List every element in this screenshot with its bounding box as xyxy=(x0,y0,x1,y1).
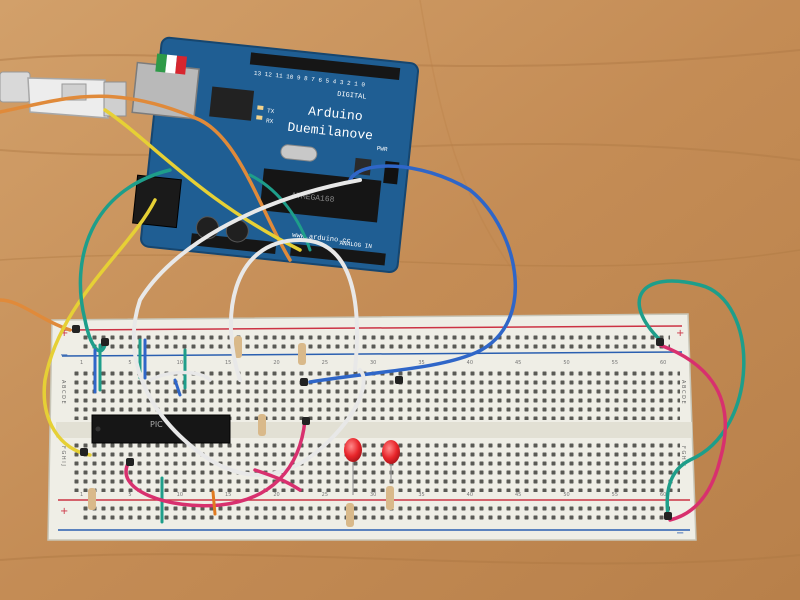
top-rail-blue xyxy=(61,351,683,357)
column-marks: 1155101015152020252530303535404045455050… xyxy=(80,360,666,498)
rx-label: RX xyxy=(266,117,274,125)
column-mark: 60 xyxy=(660,492,666,498)
digital-label: DIGITAL xyxy=(337,91,367,102)
wire-white-2 xyxy=(228,237,359,382)
column-mark: 45 xyxy=(515,492,521,498)
column-mark: 15 xyxy=(225,360,231,366)
column-mark: 30 xyxy=(370,492,376,498)
column-mark: 55 xyxy=(612,360,618,366)
column-mark: 30 xyxy=(370,360,376,366)
wire-orange-jumper xyxy=(211,490,217,516)
rail-minus-top: − xyxy=(60,350,68,361)
rail-minus-bottom: − xyxy=(676,528,684,539)
column-mark: 25 xyxy=(322,492,328,498)
usb-chip xyxy=(209,86,255,121)
resistor-6 xyxy=(386,486,394,510)
plug-end xyxy=(302,417,310,425)
column-mark: 15 xyxy=(225,492,231,498)
rail-plus-bottom: + xyxy=(60,506,68,517)
wire-blue-long xyxy=(308,164,517,384)
row-letters-bottom: F G H I J xyxy=(60,446,66,466)
wire-white-3 xyxy=(148,370,212,382)
wire-white-1 xyxy=(131,178,366,477)
row-letters-top-right: A B C D E xyxy=(680,380,686,404)
column-mark: 50 xyxy=(563,492,569,498)
wire-yellow xyxy=(42,198,157,457)
row-letters-top: A B C D E xyxy=(60,380,66,404)
row-letters-bottom-right: F G H I J xyxy=(680,446,686,466)
led-right xyxy=(382,440,400,464)
wire-green-right xyxy=(637,279,746,517)
resistors xyxy=(88,336,394,527)
plug-end xyxy=(300,378,308,386)
bottom-rail-holes xyxy=(80,506,670,524)
plug-end xyxy=(664,512,672,520)
rail-plus-top: + xyxy=(60,328,68,339)
crystal xyxy=(280,144,318,162)
resistor-4 xyxy=(88,488,96,510)
pwr-label: PWR xyxy=(376,145,388,153)
plug-end xyxy=(656,338,664,346)
arduino-board: ATMEGA168 Arduino Duemilanove DIGITAL 13… xyxy=(131,36,420,274)
column-mark: 1 xyxy=(80,360,83,366)
column-mark: 10 xyxy=(177,360,183,366)
column-mark: 5 xyxy=(128,360,131,366)
column-mark: 45 xyxy=(515,360,521,366)
column-mark: 55 xyxy=(612,492,618,498)
analog-label: ANALOG IN xyxy=(339,240,372,250)
arduino-brand: Arduino xyxy=(307,104,363,125)
wires xyxy=(0,94,746,524)
top-rail-holes xyxy=(80,334,670,352)
column-mark: 1 xyxy=(80,492,83,498)
wire-green-left xyxy=(78,168,172,353)
resistor-5 xyxy=(346,503,354,527)
column-mark: 20 xyxy=(273,360,279,366)
plug-end xyxy=(395,376,403,384)
wire-green-jumpers xyxy=(98,338,187,524)
column-mark: 25 xyxy=(322,360,328,366)
tx-label: TX xyxy=(267,107,275,115)
terminal-strip-bottom xyxy=(70,440,680,492)
resistor-1 xyxy=(234,336,242,358)
column-mark: 35 xyxy=(418,360,424,366)
wire-ends xyxy=(72,325,672,520)
wire-yellow-top xyxy=(103,108,302,252)
column-mark: 20 xyxy=(273,492,279,498)
rx-led xyxy=(256,115,263,120)
wire-pink-short xyxy=(253,468,302,492)
pic-chip: PIC xyxy=(91,414,231,444)
flag-sticker xyxy=(155,53,188,75)
wire-pink-right xyxy=(658,343,727,522)
column-mark: 35 xyxy=(418,492,424,498)
pin1-dot xyxy=(95,426,101,432)
column-mark: 60 xyxy=(660,360,666,366)
plug-end xyxy=(72,325,80,333)
column-mark: 5 xyxy=(128,492,131,498)
leds xyxy=(344,438,400,495)
plug-end xyxy=(80,448,88,456)
power-jack xyxy=(132,174,182,229)
wire-orange-tail xyxy=(0,298,72,332)
wire-pink-left xyxy=(124,418,307,508)
wire-blue-jumpers xyxy=(93,338,182,397)
resistor-3 xyxy=(258,414,266,436)
rail-plus-top-right: + xyxy=(676,328,684,339)
column-mark: 40 xyxy=(467,360,473,366)
pic-chip-label: PIC xyxy=(150,420,163,429)
column-mark: 50 xyxy=(563,360,569,366)
terminal-strip-top xyxy=(70,368,680,420)
digital-header xyxy=(249,52,401,81)
column-mark: 10 xyxy=(177,492,183,498)
resistor-2 xyxy=(298,343,306,365)
tx-led xyxy=(257,105,264,110)
led-left xyxy=(344,438,362,462)
usb-cable xyxy=(0,71,127,119)
plug-end xyxy=(101,338,109,346)
top-rail-red xyxy=(61,325,683,331)
column-mark: 40 xyxy=(467,492,473,498)
power-header xyxy=(190,233,277,255)
plug-end xyxy=(126,458,134,466)
